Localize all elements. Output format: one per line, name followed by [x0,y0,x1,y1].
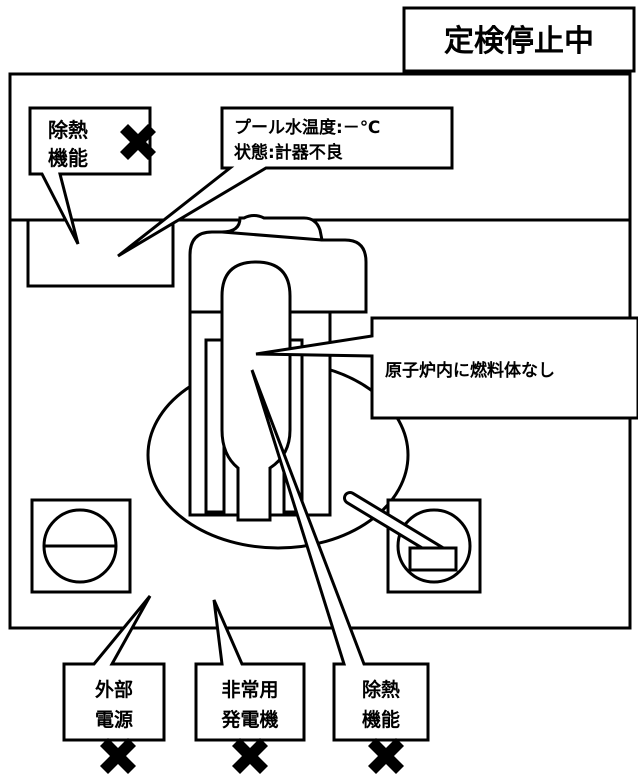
callout-heat-removal-top: 除熱 機能 [28,106,152,245]
pool-status-text: 状態:計器不良 [234,142,343,163]
heat-removal-bottom-line2: 機能 [362,708,400,731]
core-status-text: 原子炉内に燃料体なし [385,360,555,381]
external-power-line1: 外部 [95,678,133,701]
reactor-vessel [204,260,304,522]
x-cross-icon [100,738,136,774]
pump-right [343,491,482,594]
heat-exchanger-left [30,498,132,594]
callout-external-power: 外部 電源 [62,595,166,742]
callout-core-status: 原子炉内に燃料体なし [255,316,638,420]
x-cross-icon [232,738,268,774]
emergency-generator-line1: 非常用 [221,678,278,701]
callout-heat-removal-bottom: 除熱 機能 [250,369,430,742]
emergency-generator-line2: 発電機 [220,708,278,731]
pool-temperature-text: プール水温度:－℃ [234,117,380,138]
x-cross-icon [120,124,156,160]
status-box: 定検停止中 [402,6,636,73]
heat-removal-bottom-line1: 除熱 [362,678,400,701]
status-label: 定検停止中 [444,24,594,59]
callout-heat-removal-top-line2: 機能 [48,146,88,170]
callout-emergency-generator: 非常用 発電機 [194,599,306,742]
external-power-line2: 電源 [95,708,133,731]
x-cross-icon [368,738,404,774]
callout-heat-removal-top-line1: 除熱 [48,118,88,142]
callout-pool-temperature: プール水温度:－℃ 状態:計器不良 [117,106,454,258]
